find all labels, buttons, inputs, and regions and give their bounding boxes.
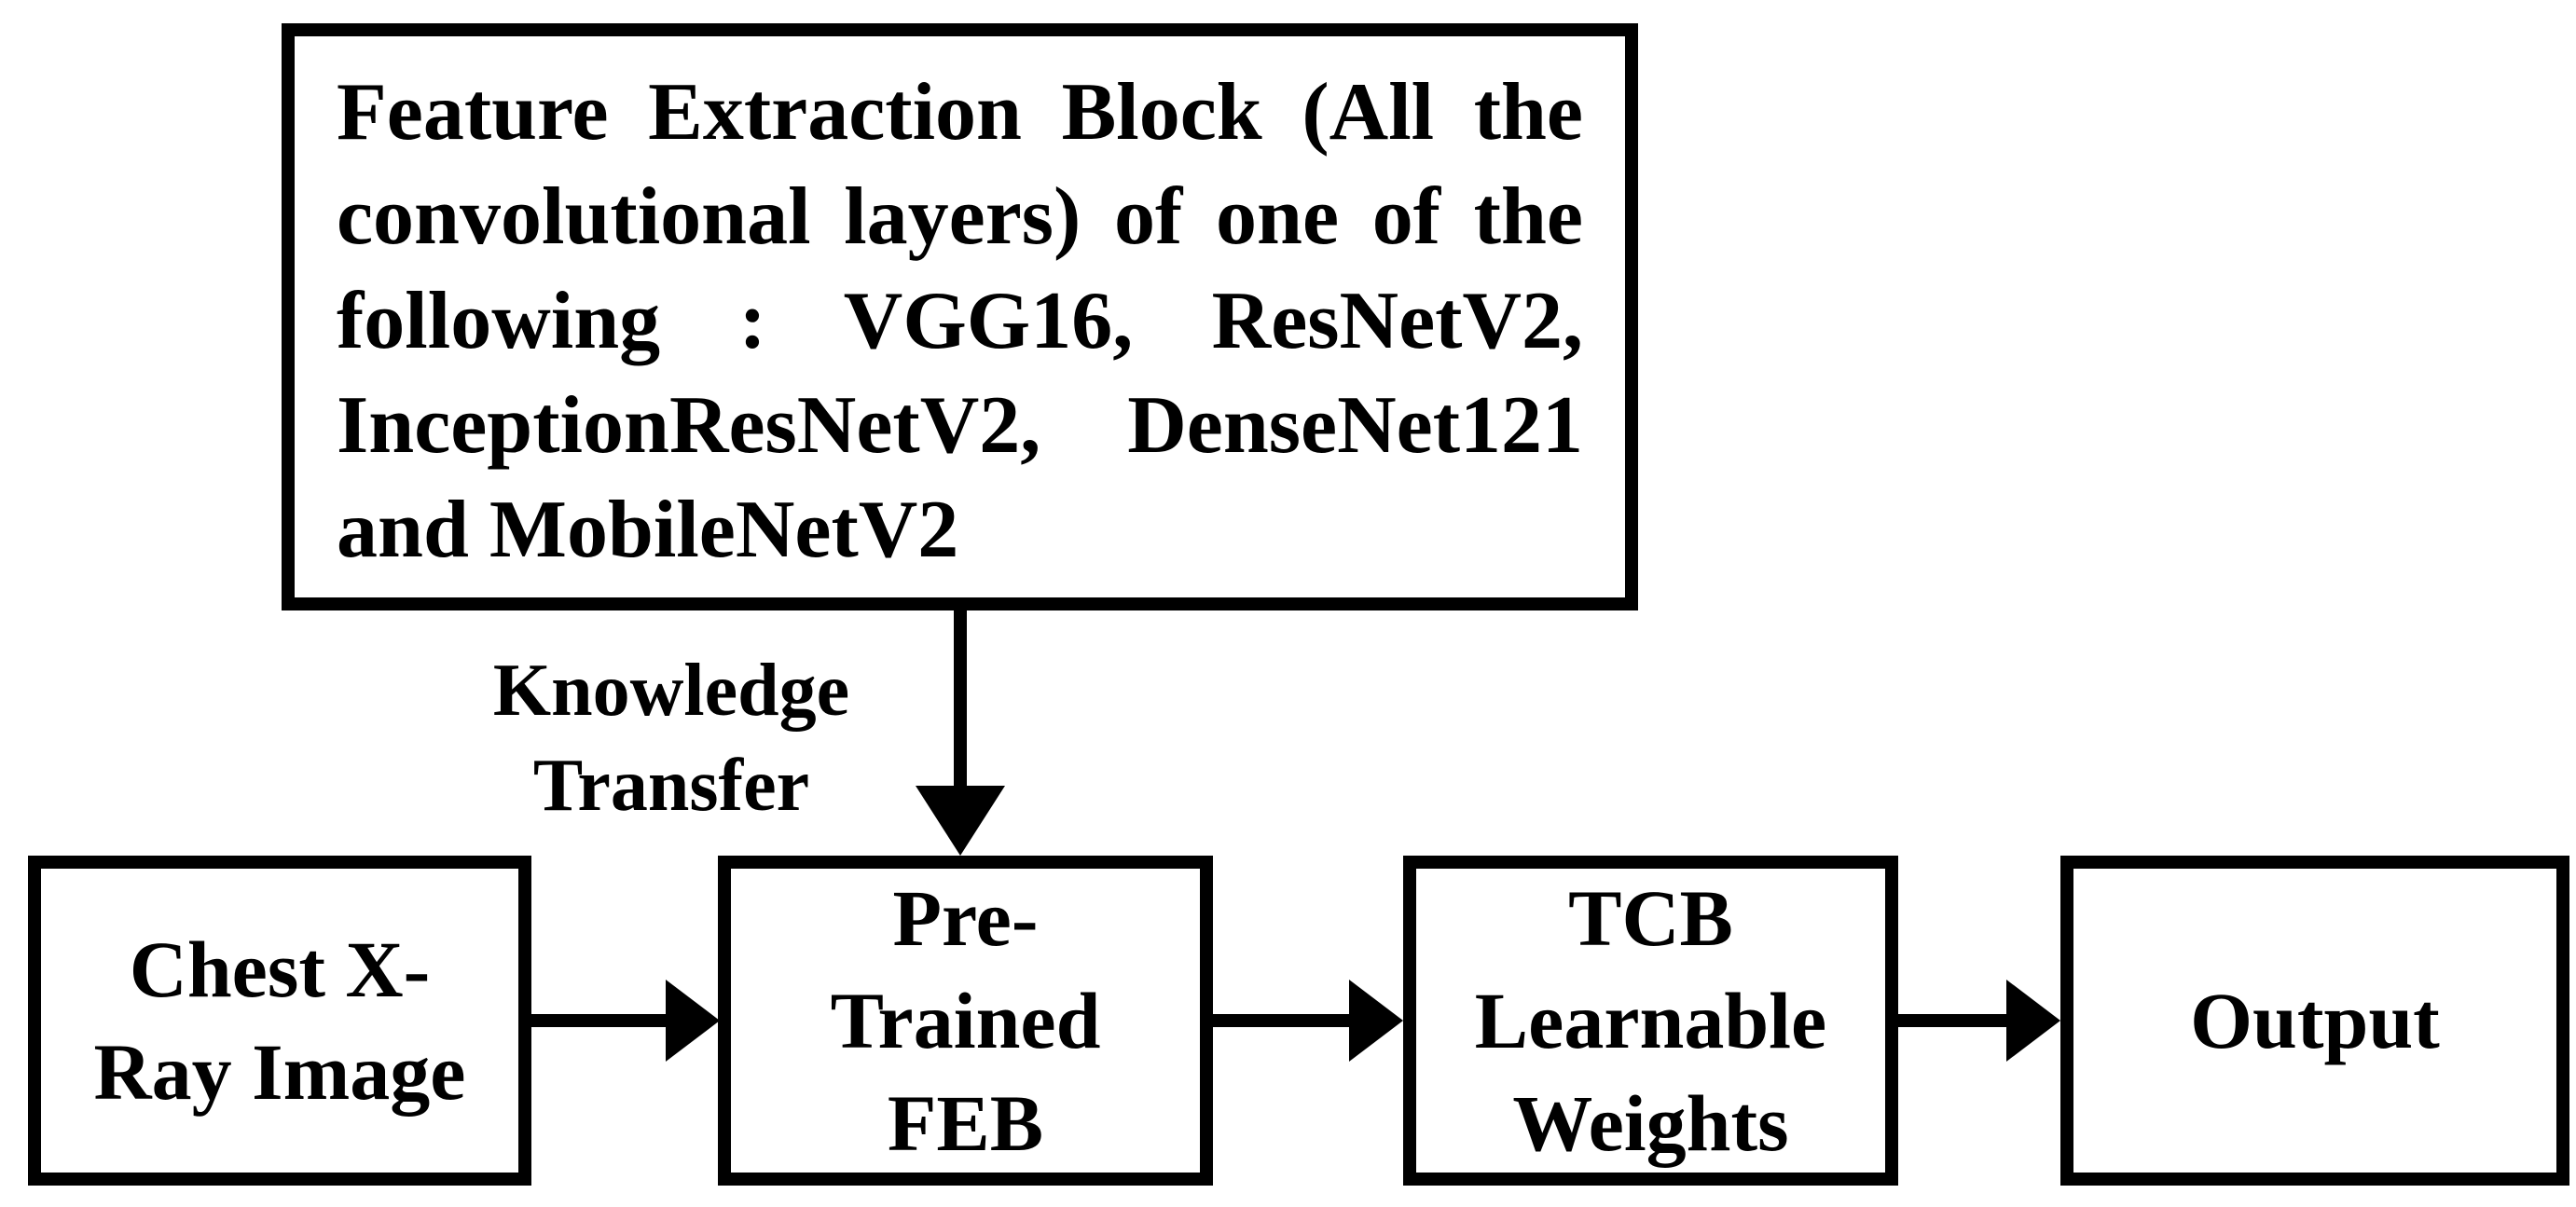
feature-box-line-2: convolutional layers) of one of the [337,171,1583,262]
flow-arrow-1-right-head [666,980,720,1062]
pre-trained-feb-text: Pre- Trained FEB [831,867,1101,1174]
knowledge-transfer-label: Knowledge Transfer [392,643,951,833]
chest-xray-line-2: Ray Image [93,1027,466,1117]
feature-box-line-3: following : VGG16, ResNetV2, [337,276,1583,366]
tcb-learnable-weights-box: TCB Learnable Weights [1403,856,1898,1186]
pre-trained-feb-line-1: Pre- [892,873,1039,963]
flow-arrow-3-right-head [2006,980,2060,1062]
flow-arrow-3-shaft [1896,1014,2006,1027]
feature-box-line-5: and MobileNetV2 [337,485,959,575]
feature-box-line-4: InceptionResNetV2, DenseNet121 [337,380,1583,471]
knowledge-transfer-label-line-1: Knowledge [492,650,850,732]
chest-xray-line-1: Chest X- [129,925,431,1014]
chest-xray-image-box: Chest X- Ray Image [28,856,531,1186]
tcb-line-1: TCB [1568,873,1733,963]
chest-xray-image-text: Chest X- Ray Image [94,918,466,1123]
pre-trained-feb-box: Pre- Trained FEB [718,856,1213,1186]
knowledge-transfer-label-line-2: Transfer [532,745,810,827]
output-box: Output [2060,856,2569,1186]
feature-extraction-box: Feature Extraction Block (All the convol… [282,23,1638,610]
tcb-line-2: Learnable [1474,976,1827,1065]
output-line-1: Output [2190,976,2440,1065]
tcb-line-3: Weights [1512,1078,1789,1168]
knowledge-transfer-arrow-shaft [954,604,967,790]
tcb-learnable-weights-text: TCB Learnable Weights [1475,867,1826,1174]
flow-arrow-2-right-head [1349,980,1403,1062]
flow-arrow-2-shaft [1211,1014,1349,1027]
output-text: Output [2190,969,2440,1072]
pre-trained-feb-line-3: FEB [887,1078,1044,1168]
pre-trained-feb-line-2: Trained [830,976,1101,1065]
feature-box-line-1: Feature Extraction Block (All the [337,67,1583,158]
knowledge-transfer-arrow-down-head [916,786,1005,856]
flow-arrow-1-shaft [530,1014,666,1027]
